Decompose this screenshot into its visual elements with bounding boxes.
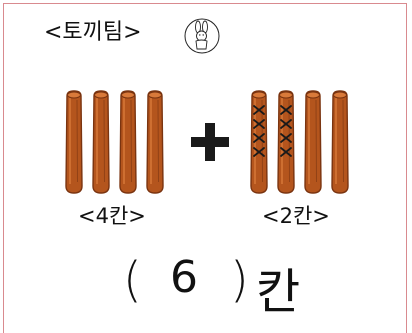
right-group-label: <2칸> <box>262 204 330 228</box>
left-stick-1 <box>65 90 83 194</box>
right-stick-3 <box>304 90 322 194</box>
right-stick-2 <box>277 90 295 194</box>
rabbit-icon <box>184 18 220 54</box>
right-stick-4 <box>331 90 349 194</box>
right-stick-1 <box>250 90 268 194</box>
left-stick-4 <box>146 90 164 194</box>
answer-value[interactable]: 6 <box>170 252 198 303</box>
team-label: <토끼팀> <box>44 20 142 45</box>
plus-sign <box>191 123 229 161</box>
answer-open-paren: ( <box>123 252 142 308</box>
left-stick-2 <box>92 90 110 194</box>
left-group-label: <4칸> <box>78 204 146 228</box>
answer-close-paren: ) <box>230 252 249 308</box>
answer-unit: 칸 <box>256 264 301 320</box>
left-stick-3 <box>119 90 137 194</box>
